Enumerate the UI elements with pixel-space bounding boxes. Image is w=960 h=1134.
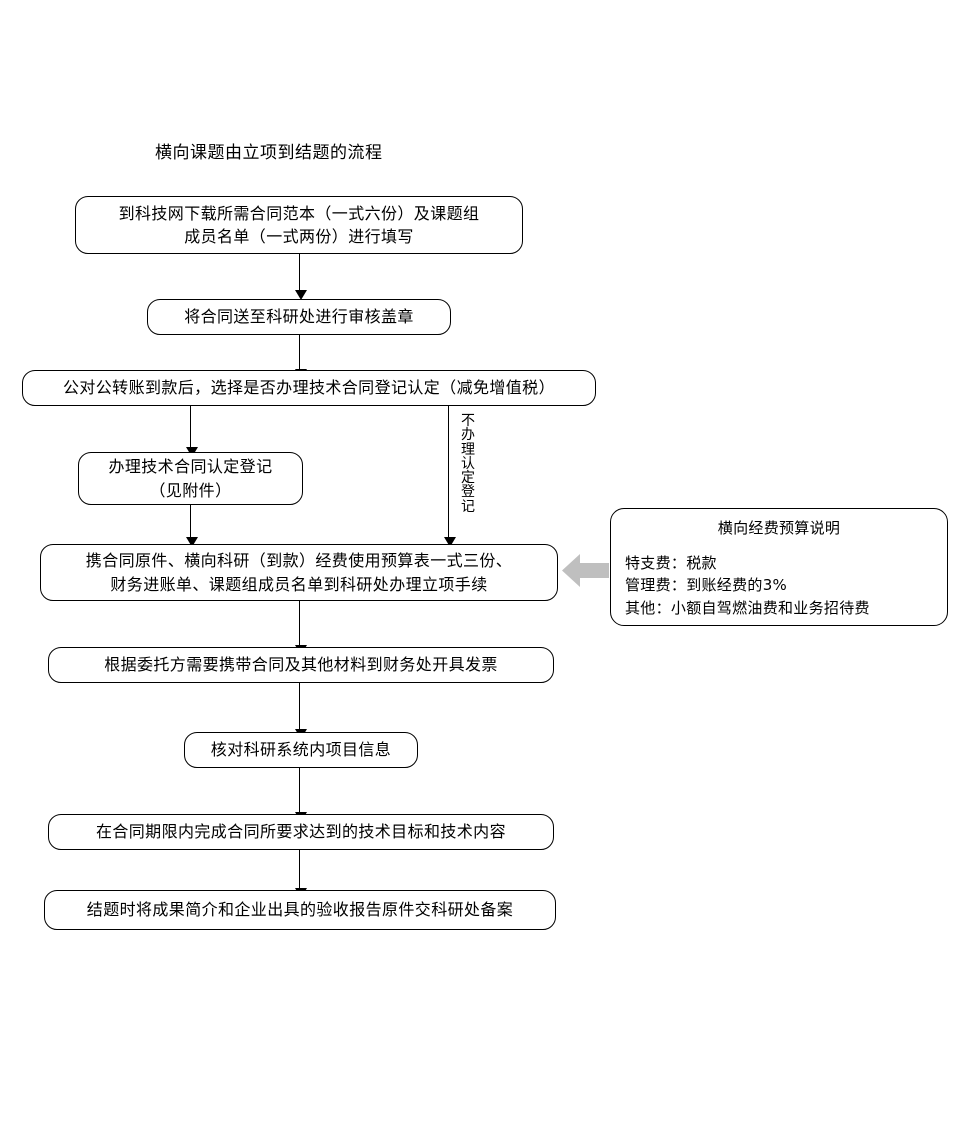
page-title: 横向课题由立项到结题的流程	[155, 143, 383, 163]
budget-note-box: 横向经费预算说明 特支费：税款 管理费：到账经费的3% 其他：小额自驾燃油费和业…	[610, 508, 948, 626]
branch-label-char: 登	[461, 484, 475, 501]
branch-label-char: 记	[461, 498, 475, 515]
flow-node-submit-contract-for-review[interactable]: 将合同送至科研处进行审核盖章	[147, 299, 451, 335]
flow-node-choose-tech-contract-registration[interactable]: 公对公转账到款后，选择是否办理技术合同登记认定（减免增值税）	[22, 370, 596, 406]
branch-label-char: 认	[461, 455, 475, 472]
node-line: 公对公转账到款后，选择是否办理技术合同登记认定（减免增值税）	[62, 378, 555, 398]
connector-arrow-down	[294, 254, 307, 300]
connector-arrow-down	[294, 683, 307, 739]
branch-label-char: 不	[461, 413, 475, 429]
arrow-left-icon	[562, 552, 609, 589]
connector-arrow-down	[294, 601, 307, 655]
connector-arrow-down-left-branch	[185, 406, 198, 457]
budget-note-line: 管理费：到账经费的3%	[625, 576, 788, 594]
node-line: 在合同期限内完成合同所要求达到的技术目标和技术内容	[95, 822, 506, 842]
node-line: 成员名单（一式两份）进行填写	[184, 227, 414, 246]
node-line: 将合同送至科研处进行审核盖章	[184, 307, 414, 327]
node-line: 携合同原件、横向科研（到款）经费使用预算表一式三份、	[85, 551, 513, 571]
connector-arrow-down-right-branch	[443, 406, 456, 547]
branch-label-char: 定	[461, 470, 475, 487]
connector-arrow-down	[294, 768, 307, 822]
connector-arrow-down	[185, 505, 198, 547]
node-line: （见附件）	[149, 480, 232, 500]
flow-node-issue-invoice-at-finance[interactable]: 根据委托方需要携带合同及其他材料到财务处开具发票	[48, 647, 554, 683]
connector-arrow-down	[294, 335, 307, 379]
flow-node-download-contract-template[interactable]: 到科技网下载所需合同范本（一式六份）及课题组 成员名单（一式两份）进行填写	[75, 196, 523, 254]
node-line: 财务进账单、课题组成员名单到科研处办理立项手续	[110, 574, 488, 594]
node-line: 办理技术合同认定登记	[108, 457, 273, 477]
branch-label-char: 理	[461, 441, 475, 458]
budget-note-title: 横向经费预算说明	[717, 519, 841, 537]
node-line: 结题时将成果简介和企业出具的验收报告原件交科研处备案	[86, 900, 514, 920]
flow-node-project-initiation-procedures[interactable]: 携合同原件、横向科研（到款）经费使用预算表一式三份、 财务进账单、课题组成员名单…	[40, 544, 558, 601]
flow-node-complete-technical-goals[interactable]: 在合同期限内完成合同所要求达到的技术目标和技术内容	[48, 814, 554, 850]
branch-label-char: 办	[461, 427, 475, 444]
connector-arrow-down	[294, 850, 307, 898]
budget-note-line: 特支费：税款	[625, 553, 717, 572]
branch-label-no-registration: 不 办 理 认 定 登 记	[459, 414, 477, 514]
node-line: 根据委托方需要携带合同及其他材料到财务处开具发票	[104, 655, 498, 675]
node-line: 核对科研系统内项目信息	[210, 740, 392, 760]
budget-note-line: 其他：小额自驾燃油费和业务招待费	[625, 598, 870, 617]
flow-node-do-tech-contract-registration[interactable]: 办理技术合同认定登记 （见附件）	[78, 452, 303, 505]
flow-node-file-acceptance-report[interactable]: 结题时将成果简介和企业出具的验收报告原件交科研处备案	[44, 890, 556, 930]
node-line: 到科技网下载所需合同范本（一式六份）及课题组	[118, 203, 480, 223]
flow-node-verify-project-info-in-system[interactable]: 核对科研系统内项目信息	[184, 732, 418, 768]
